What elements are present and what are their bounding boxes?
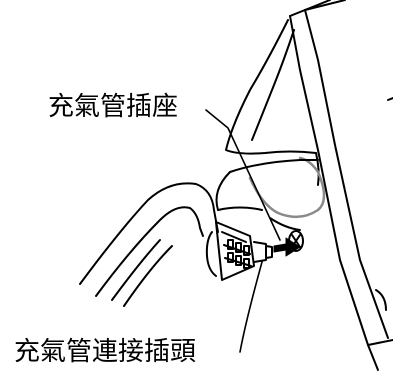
connector-plug [205,221,273,281]
leader-line-connector [239,261,263,353]
device-frame-loop [225,19,320,186]
air-hose [79,182,219,307]
insertion-arrow [273,237,301,257]
socket-label: 充氣管插座 [48,92,179,122]
device-panel [289,0,393,371]
socket-area [215,159,319,231]
connector-label: 充氣管連接插頭 [14,337,197,367]
inflation-tube [248,156,326,219]
leader-line-socket [205,109,281,241]
